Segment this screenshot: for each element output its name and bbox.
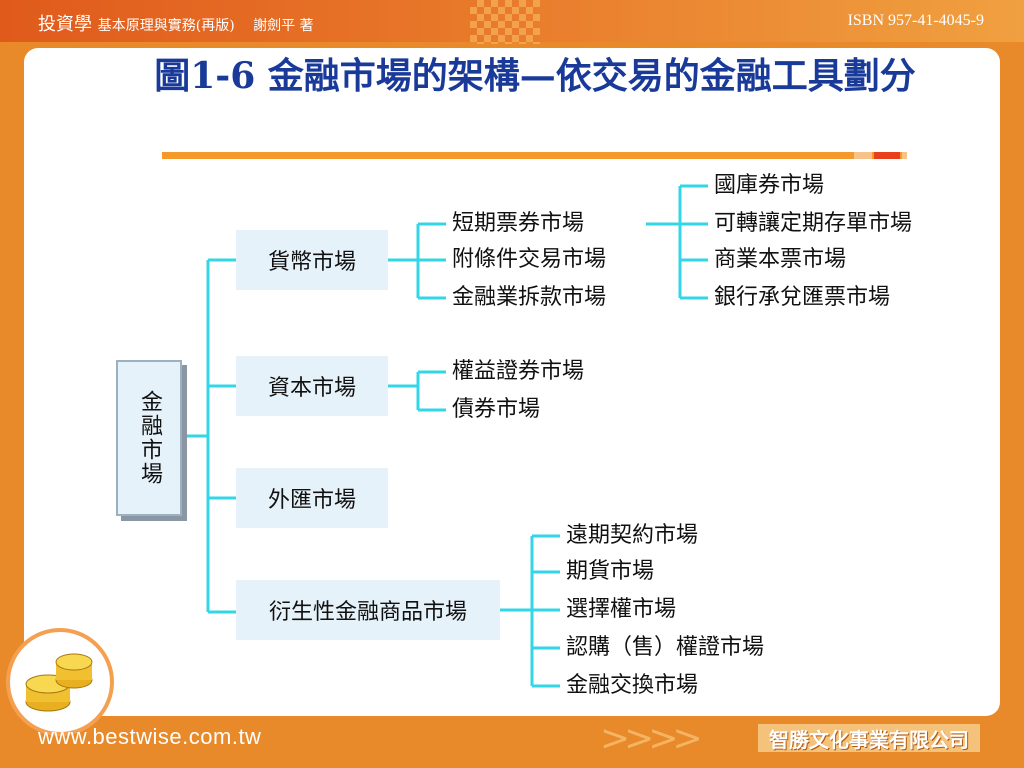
book-subtitle: 基本原理與實務(再版) 謝劍平 著 <box>97 18 314 34</box>
leaf-treasury-bills: 國庫券市場 <box>714 173 825 198</box>
title-underline <box>162 152 907 159</box>
leaf-warrants: 認購（售）權證市場 <box>566 635 765 660</box>
leaf-bankers-acceptance: 銀行承兌匯票市場 <box>714 285 891 310</box>
book-title: 投資學 基本原理與實務(再版) 謝劍平 著 <box>38 10 314 36</box>
slide-panel <box>24 48 1000 716</box>
leaf-short-term-bills: 短期票券市場 <box>452 211 585 236</box>
node-forex-market: 外匯市場 <box>236 468 388 528</box>
decorative-checker <box>470 0 540 44</box>
node-money-market: 貨幣市場 <box>236 230 388 290</box>
leaf-ncd-market: 可轉讓定期存單市場 <box>714 211 913 236</box>
leaf-bond-market: 債券市場 <box>452 397 541 422</box>
leaf-commercial-paper: 商業本票市場 <box>714 247 847 272</box>
root-node: 金融市場 <box>116 360 182 516</box>
leaf-equity-market: 權益證券市場 <box>452 359 585 384</box>
publisher-name: 智勝文化事業有限公司 <box>758 724 980 752</box>
connector-group <box>180 184 708 688</box>
coins-logo-icon <box>6 628 114 736</box>
node-derivatives-market: 衍生性金融商品市場 <box>236 580 500 640</box>
node-capital-market: 資本市場 <box>236 356 388 416</box>
decorative-arrows: >>>> <box>600 718 703 759</box>
leaf-swaps: 金融交換市場 <box>566 673 699 698</box>
leaf-repo-market: 附條件交易市場 <box>452 247 607 272</box>
slide-title: 圖1-6 金融市場的架構—依交易的金融工具劃分 <box>154 55 916 97</box>
book-title-main: 投資學 <box>38 14 92 35</box>
isbn-label: ISBN 957-41-4045-9 <box>847 12 984 29</box>
header-bar: 投資學 基本原理與實務(再版) 謝劍平 著 ISBN 957-41-4045-9 <box>0 0 1024 44</box>
leaf-options: 選擇權市場 <box>566 597 677 622</box>
leaf-futures: 期貨市場 <box>566 559 655 584</box>
footer-url: www.bestwise.com.tw <box>38 724 262 749</box>
leaf-interbank-market: 金融業拆款市場 <box>452 285 607 310</box>
leaf-forwards: 遠期契約市場 <box>566 523 699 548</box>
